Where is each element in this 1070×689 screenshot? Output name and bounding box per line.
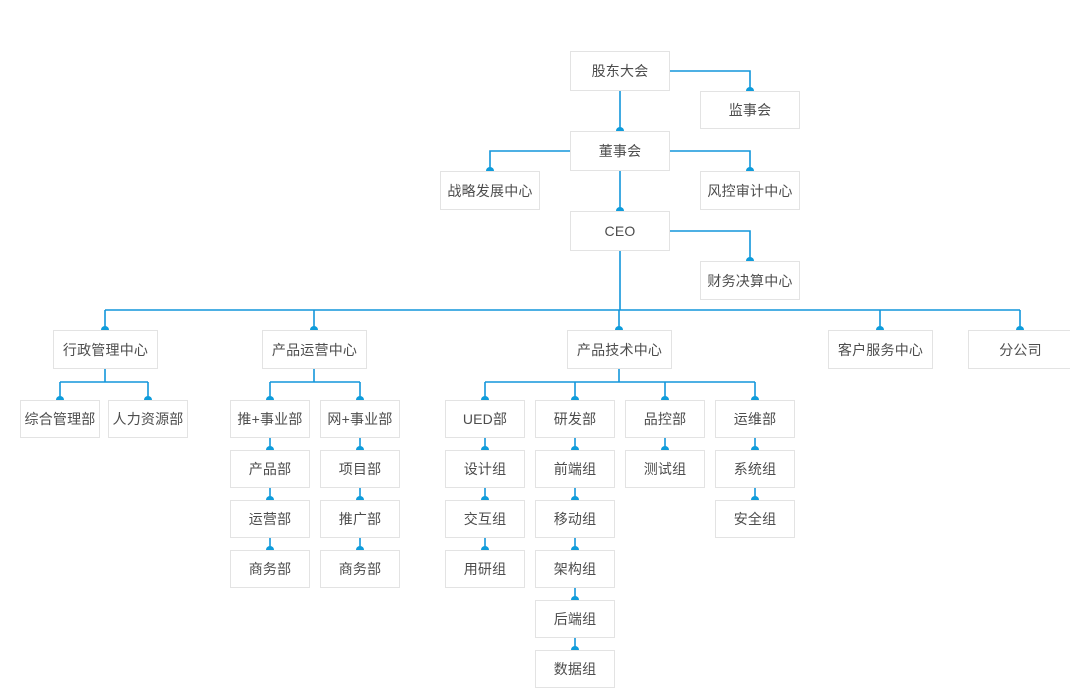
org-node-tech-d2[interactable]: 系统组 (715, 450, 795, 488)
org-node-ops-b2[interactable]: 项目部 (320, 450, 400, 488)
org-node-tech-b5[interactable]: 后端组 (535, 600, 615, 638)
org-node-branch[interactable]: 分公司 (968, 330, 1070, 369)
org-node-tech-d1[interactable]: 运维部 (715, 400, 795, 438)
org-node-tech[interactable]: 产品技术中心 (567, 330, 672, 369)
org-node-tech-c2[interactable]: 测试组 (625, 450, 705, 488)
org-node-tech-c1[interactable]: 品控部 (625, 400, 705, 438)
org-node-ops-a4[interactable]: 商务部 (230, 550, 310, 588)
org-node-shareholders[interactable]: 股东大会 (570, 51, 670, 91)
org-node-tech-b3[interactable]: 移动组 (535, 500, 615, 538)
org-node-tech-a4[interactable]: 用研组 (445, 550, 525, 588)
org-node-riskaudit[interactable]: 风控审计中心 (700, 171, 800, 210)
org-node-ops-a1[interactable]: 推+事业部 (230, 400, 310, 438)
org-node-admin-2[interactable]: 人力资源部 (108, 400, 188, 438)
org-node-admin-1[interactable]: 综合管理部 (20, 400, 100, 438)
org-node-tech-a3[interactable]: 交互组 (445, 500, 525, 538)
connector-line (670, 70, 751, 91)
connector-line (489, 150, 570, 171)
org-node-ops[interactable]: 产品运营中心 (262, 330, 367, 369)
org-node-tech-b1[interactable]: 研发部 (535, 400, 615, 438)
org-node-tech-d3[interactable]: 安全组 (715, 500, 795, 538)
org-node-admin[interactable]: 行政管理中心 (53, 330, 158, 369)
org-node-finance[interactable]: 财务决算中心 (700, 261, 800, 300)
org-node-supervisory[interactable]: 监事会 (700, 91, 800, 129)
connector-line (670, 150, 751, 171)
org-node-strategy[interactable]: 战略发展中心 (440, 171, 540, 210)
org-node-tech-b4[interactable]: 架构组 (535, 550, 615, 588)
org-node-tech-b2[interactable]: 前端组 (535, 450, 615, 488)
org-node-ceo[interactable]: CEO (570, 211, 670, 251)
org-node-tech-b6[interactable]: 数据组 (535, 650, 615, 688)
org-node-tech-a1[interactable]: UED部 (445, 400, 525, 438)
org-node-tech-a2[interactable]: 设计组 (445, 450, 525, 488)
org-node-ops-b4[interactable]: 商务部 (320, 550, 400, 588)
org-node-ops-b1[interactable]: 网+事业部 (320, 400, 400, 438)
org-node-service[interactable]: 客户服务中心 (828, 330, 933, 369)
org-node-ops-a3[interactable]: 运营部 (230, 500, 310, 538)
connector-line (670, 230, 751, 261)
org-node-board[interactable]: 董事会 (570, 131, 670, 171)
org-node-ops-a2[interactable]: 产品部 (230, 450, 310, 488)
org-node-ops-b3[interactable]: 推广部 (320, 500, 400, 538)
